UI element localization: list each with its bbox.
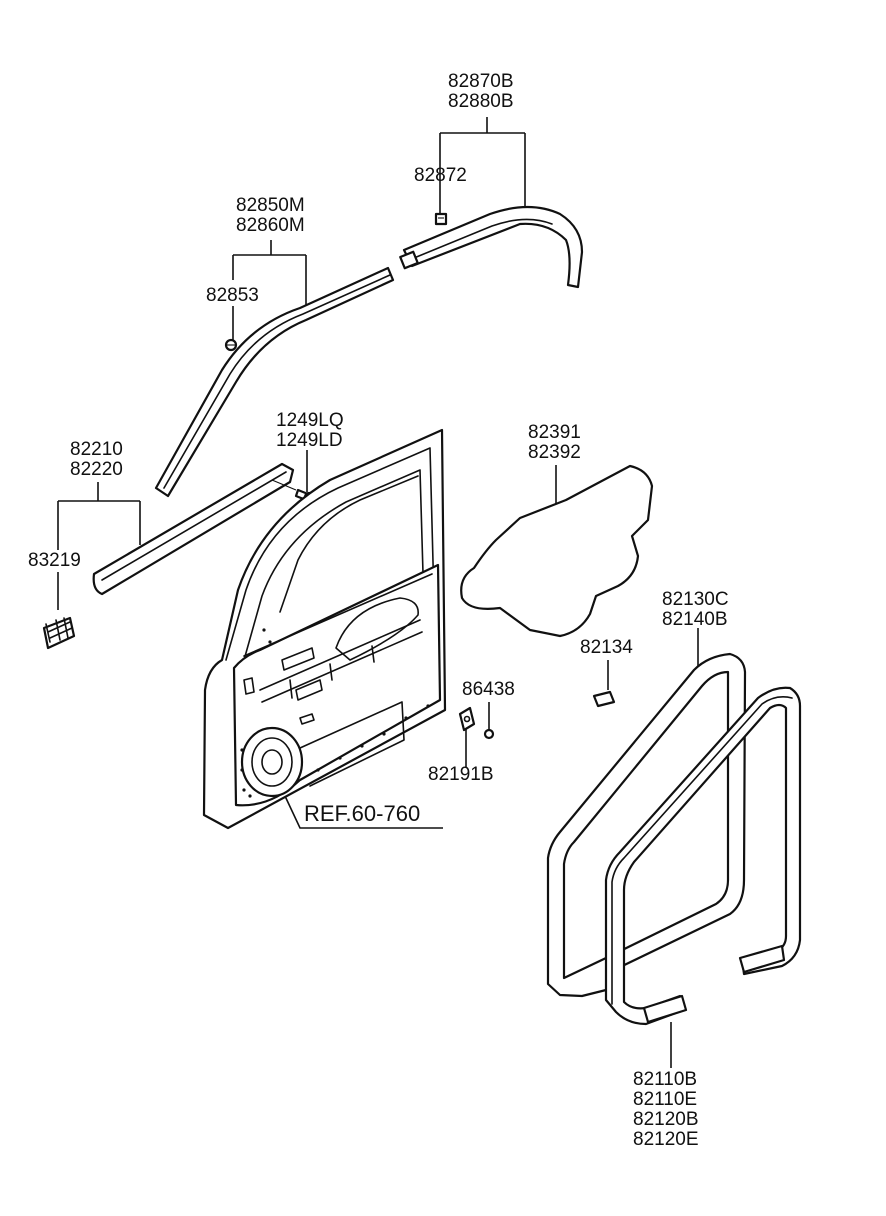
clip-82853: [224, 338, 238, 352]
label-82134: 82134: [580, 637, 633, 658]
label-line: 82860M: [236, 215, 305, 236]
label-line: 82210: [70, 439, 123, 460]
label-line: 82391: [528, 422, 581, 443]
belt-moulding: [92, 462, 295, 596]
label-86438: 86438: [462, 679, 515, 700]
label-82850m-82860m: 82850M 82860M: [236, 196, 305, 236]
door-frame-moulding-rear: [399, 205, 584, 289]
label-line: 82392: [528, 442, 581, 463]
bracket-83219: [42, 616, 76, 650]
weatherstrip-body-side: [604, 686, 802, 1026]
label-82391-82392: 82391 82392: [528, 423, 581, 463]
pad-82134: [592, 690, 616, 708]
label-line: 82110E: [633, 1089, 698, 1110]
label-line: 82120B: [633, 1109, 699, 1130]
door-assembly: [202, 428, 447, 830]
label-line: 82220: [70, 459, 123, 480]
label-line: 82120E: [633, 1129, 699, 1150]
bumper-86438: [483, 728, 495, 740]
label-82110b-82120e: 82110B 82110E 82120B 82120E: [633, 1070, 699, 1150]
label-line: 82850M: [236, 195, 305, 216]
clip-82872: [434, 212, 448, 226]
label-1249lq-1249ld: 1249LQ 1249LD: [276, 411, 344, 451]
label-82210-82220: 82210 82220: [70, 440, 123, 480]
label-line: 82130C: [662, 589, 729, 610]
label-line: 82140B: [662, 609, 728, 630]
plate-82191b: [458, 706, 476, 732]
label-line: 82870B: [448, 71, 514, 92]
label-line: 82880B: [448, 91, 514, 112]
label-82870b-82880b: 82870B 82880B: [448, 72, 514, 112]
label-line: 82110B: [633, 1069, 698, 1090]
door-frame-moulding-front: [154, 266, 395, 498]
label-82130c-82140b: 82130C 82140B: [662, 590, 729, 630]
label-83219: 83219: [28, 550, 81, 571]
vapor-barrier: [460, 464, 654, 638]
trim-clip-dots: [240, 628, 430, 798]
label-line: 1249LD: [276, 430, 343, 451]
label-line: 1249LQ: [276, 410, 344, 431]
label-82191b: 82191B: [428, 764, 494, 785]
label-82853: 82853: [206, 285, 259, 306]
label-82872: 82872: [414, 165, 467, 186]
leader-lines: [57, 117, 699, 1068]
label-ref-60-760: REF.60-760: [304, 801, 421, 826]
